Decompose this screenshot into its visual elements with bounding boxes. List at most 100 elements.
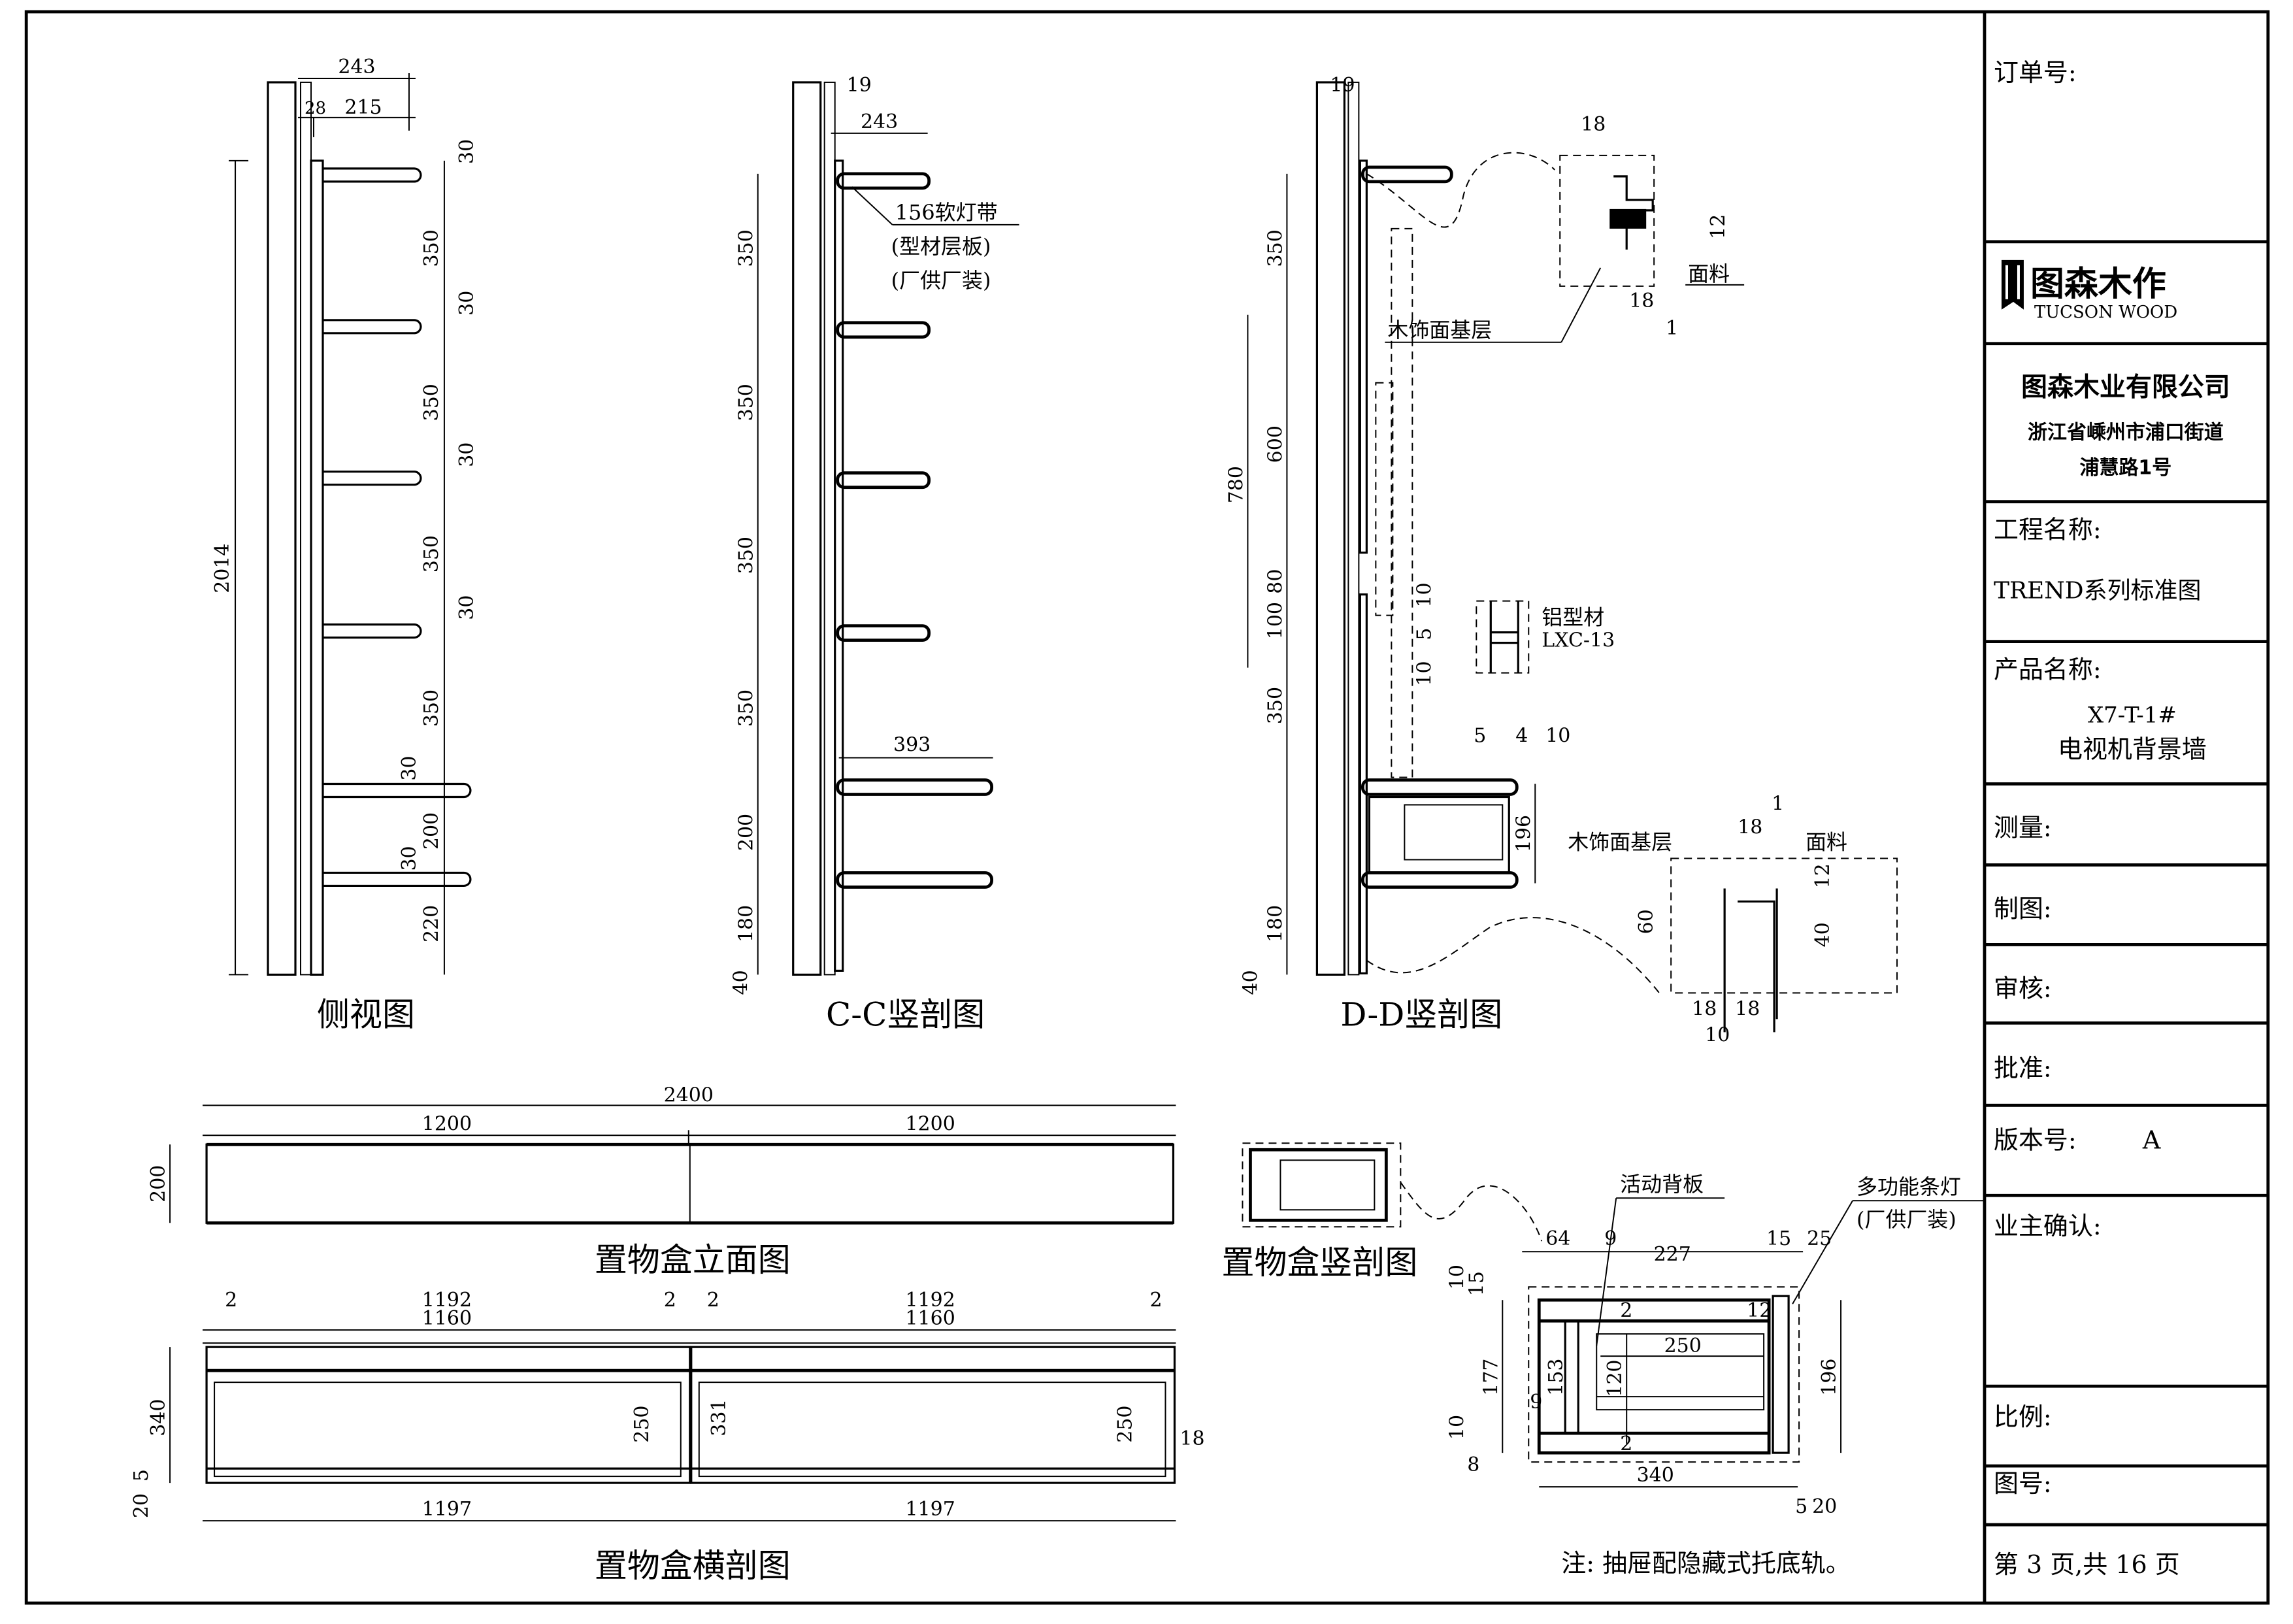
dim-bv-5: 5 (1795, 1495, 1807, 1518)
panel (310, 159, 324, 976)
detail-bottom: 木饰面基层 面料 18 1 12 60 40 18 18 10 (1568, 793, 1898, 1046)
dd-section: 19 780 600 100 80 350 350 180 40 196 18 … (1225, 74, 1898, 1046)
label-fabric: 面料 (1688, 261, 1730, 286)
dim-side-2014: 2014 (211, 544, 234, 593)
dim-bv-250: 250 (1664, 1334, 1702, 1357)
dim-dd-180: 180 (1264, 905, 1287, 942)
dim-be-2400: 2400 (664, 1084, 714, 1106)
dim-db-10: 10 (1705, 1023, 1730, 1046)
product-name: 电视机背景墙 (2058, 735, 2207, 764)
dim-dt-18: 18 (1581, 113, 1606, 136)
dim-bv-10: 10 (1445, 1265, 1468, 1289)
version-value: A (2142, 1125, 2161, 1154)
dim-bp-331: 331 (708, 1399, 731, 1436)
dim-db-1: 1 (1772, 793, 1784, 816)
box-elevation: 2400 1200 1200 200 置物盒立面图 (147, 1084, 1176, 1279)
review-label: 审核: (1994, 974, 2052, 1003)
project-value: TREND系列标准图 (1994, 578, 2201, 605)
dim-bp-1192b: 1192 (905, 1289, 955, 1312)
box-vertical-title: 置物盒竖剖图 (1221, 1244, 1417, 1282)
dim-bp-250b: 250 (1114, 1406, 1137, 1443)
dim-side-30: 30 (398, 846, 421, 870)
dim-cc-seg: 350 (735, 384, 758, 421)
dim-dd-780: 780 (1225, 466, 1247, 503)
dim-bv-120: 120 (1604, 1360, 1626, 1397)
callout-factory-supplied: (厂供厂装) (891, 268, 991, 293)
dim-cc-19: 19 (847, 74, 872, 97)
dim-side-seg: 350 (420, 384, 443, 421)
dim-bv-227: 227 (1654, 1243, 1691, 1266)
substrate-layer (300, 81, 312, 976)
dim-bv-10b: 10 (1445, 1415, 1468, 1440)
dim-cc-seg: 200 (735, 814, 758, 851)
label-factory-supplied-2: (厂供厂装) (1856, 1207, 1956, 1232)
company-address-1: 浙江省嵊州市浦口街道 (2028, 422, 2224, 444)
shelves (323, 167, 472, 887)
box-elevation-title: 置物盒立面图 (595, 1241, 791, 1279)
company-name: 图森木业有限公司 (2021, 372, 2230, 403)
owner-confirm-label: 业主确认: (1994, 1212, 2102, 1240)
dim-bv-2: 2 (1620, 1299, 1632, 1322)
dim-bv-340: 340 (1637, 1464, 1674, 1487)
page-info: 第 3 页,共 16 页 (1994, 1550, 2180, 1579)
dim-side-seg: 350 (420, 689, 443, 727)
dim-dp-10b: 10 (1413, 661, 1436, 686)
logo-cn: 图森木作 (2030, 264, 2166, 304)
dim-side-243: 243 (338, 56, 375, 78)
dim-bp-2b: 2 (664, 1289, 676, 1312)
drawn-label: 制图: (1994, 894, 2052, 923)
dim-be-1200a: 1200 (422, 1112, 472, 1135)
label-wood-base: 木饰面基层 (1387, 318, 1492, 342)
dim-bp-250: 250 (631, 1406, 653, 1443)
dim-bp-1160: 1160 (422, 1307, 472, 1330)
dim-bv-8: 8 (1467, 1453, 1479, 1476)
dim-dp-10c: 10 (1545, 725, 1570, 748)
side-view-title: 侧视图 (317, 995, 415, 1033)
dim-side-seg: 220 (420, 905, 443, 942)
dim-cc-243: 243 (861, 110, 898, 133)
detail-top: 18 12 18 1 面料 木饰面基层 (1385, 113, 1745, 343)
logo: 图森木作 TUCSON WOOD (2001, 259, 2177, 322)
project-label: 工程名称: (1994, 516, 2102, 544)
box-plan-title: 置物盒横剖图 (595, 1547, 791, 1585)
detail-profile: 铝型材 LXC-13 10 5 10 5 4 10 (1413, 582, 1615, 747)
label-fabric-2: 面料 (1806, 829, 1847, 854)
box-vertical-section: 置物盒竖剖图 64 9 227 15 25 10 15 177 153 9 10… (1221, 1142, 1986, 1518)
dim-bp-2d: 2 (1149, 1289, 1162, 1312)
dim-bv-15b: 15 (1465, 1271, 1488, 1296)
dim-dt-1: 1 (1666, 317, 1678, 340)
dim-db-12: 12 (1811, 863, 1834, 888)
dim-bp-2c: 2 (707, 1289, 719, 1312)
drawing-no-label: 图号: (1994, 1469, 2052, 1498)
order-no-label: 订单号: (1994, 58, 2077, 87)
dim-db-18: 18 (1738, 816, 1762, 838)
label-movable-backboard: 活动背板 (1620, 1172, 1704, 1197)
dim-side-30: 30 (455, 291, 478, 316)
dim-dp-5: 5 (1413, 628, 1436, 640)
dim-cc-393: 393 (893, 734, 931, 757)
dim-db-18c: 18 (1735, 997, 1760, 1020)
sheet-border (24, 10, 2270, 1605)
version-label: 版本号: (1994, 1125, 2077, 1154)
dim-dd-600: 600 (1264, 425, 1287, 463)
dim-bp-1160b: 1160 (905, 1307, 955, 1330)
dim-dd-350b: 350 (1264, 687, 1287, 724)
dim-bp-20: 20 (130, 1493, 153, 1518)
dd-shelf-top (1361, 165, 1453, 184)
dim-bv-153: 153 (1545, 1359, 1568, 1396)
dim-side-seg: 350 (420, 229, 443, 267)
logo-mark-icon (2001, 259, 2024, 310)
dim-be-1200b: 1200 (905, 1112, 955, 1135)
dim-side-30: 30 (455, 595, 478, 620)
wall-hatch (267, 81, 297, 976)
callout-led-strip: 156软灯带 (895, 200, 998, 225)
dim-dd-19: 19 (1330, 74, 1355, 97)
dim-bv-9b: 9 (1530, 1391, 1542, 1414)
dim-cc-seg: 180 (735, 905, 758, 942)
dim-bp-5: 5 (130, 1469, 153, 1482)
dim-db-18b: 18 (1692, 997, 1717, 1020)
dim-dd-350: 350 (1264, 229, 1287, 267)
dim-cc-seg: 350 (735, 537, 758, 574)
dim-dp-10: 10 (1413, 582, 1436, 607)
